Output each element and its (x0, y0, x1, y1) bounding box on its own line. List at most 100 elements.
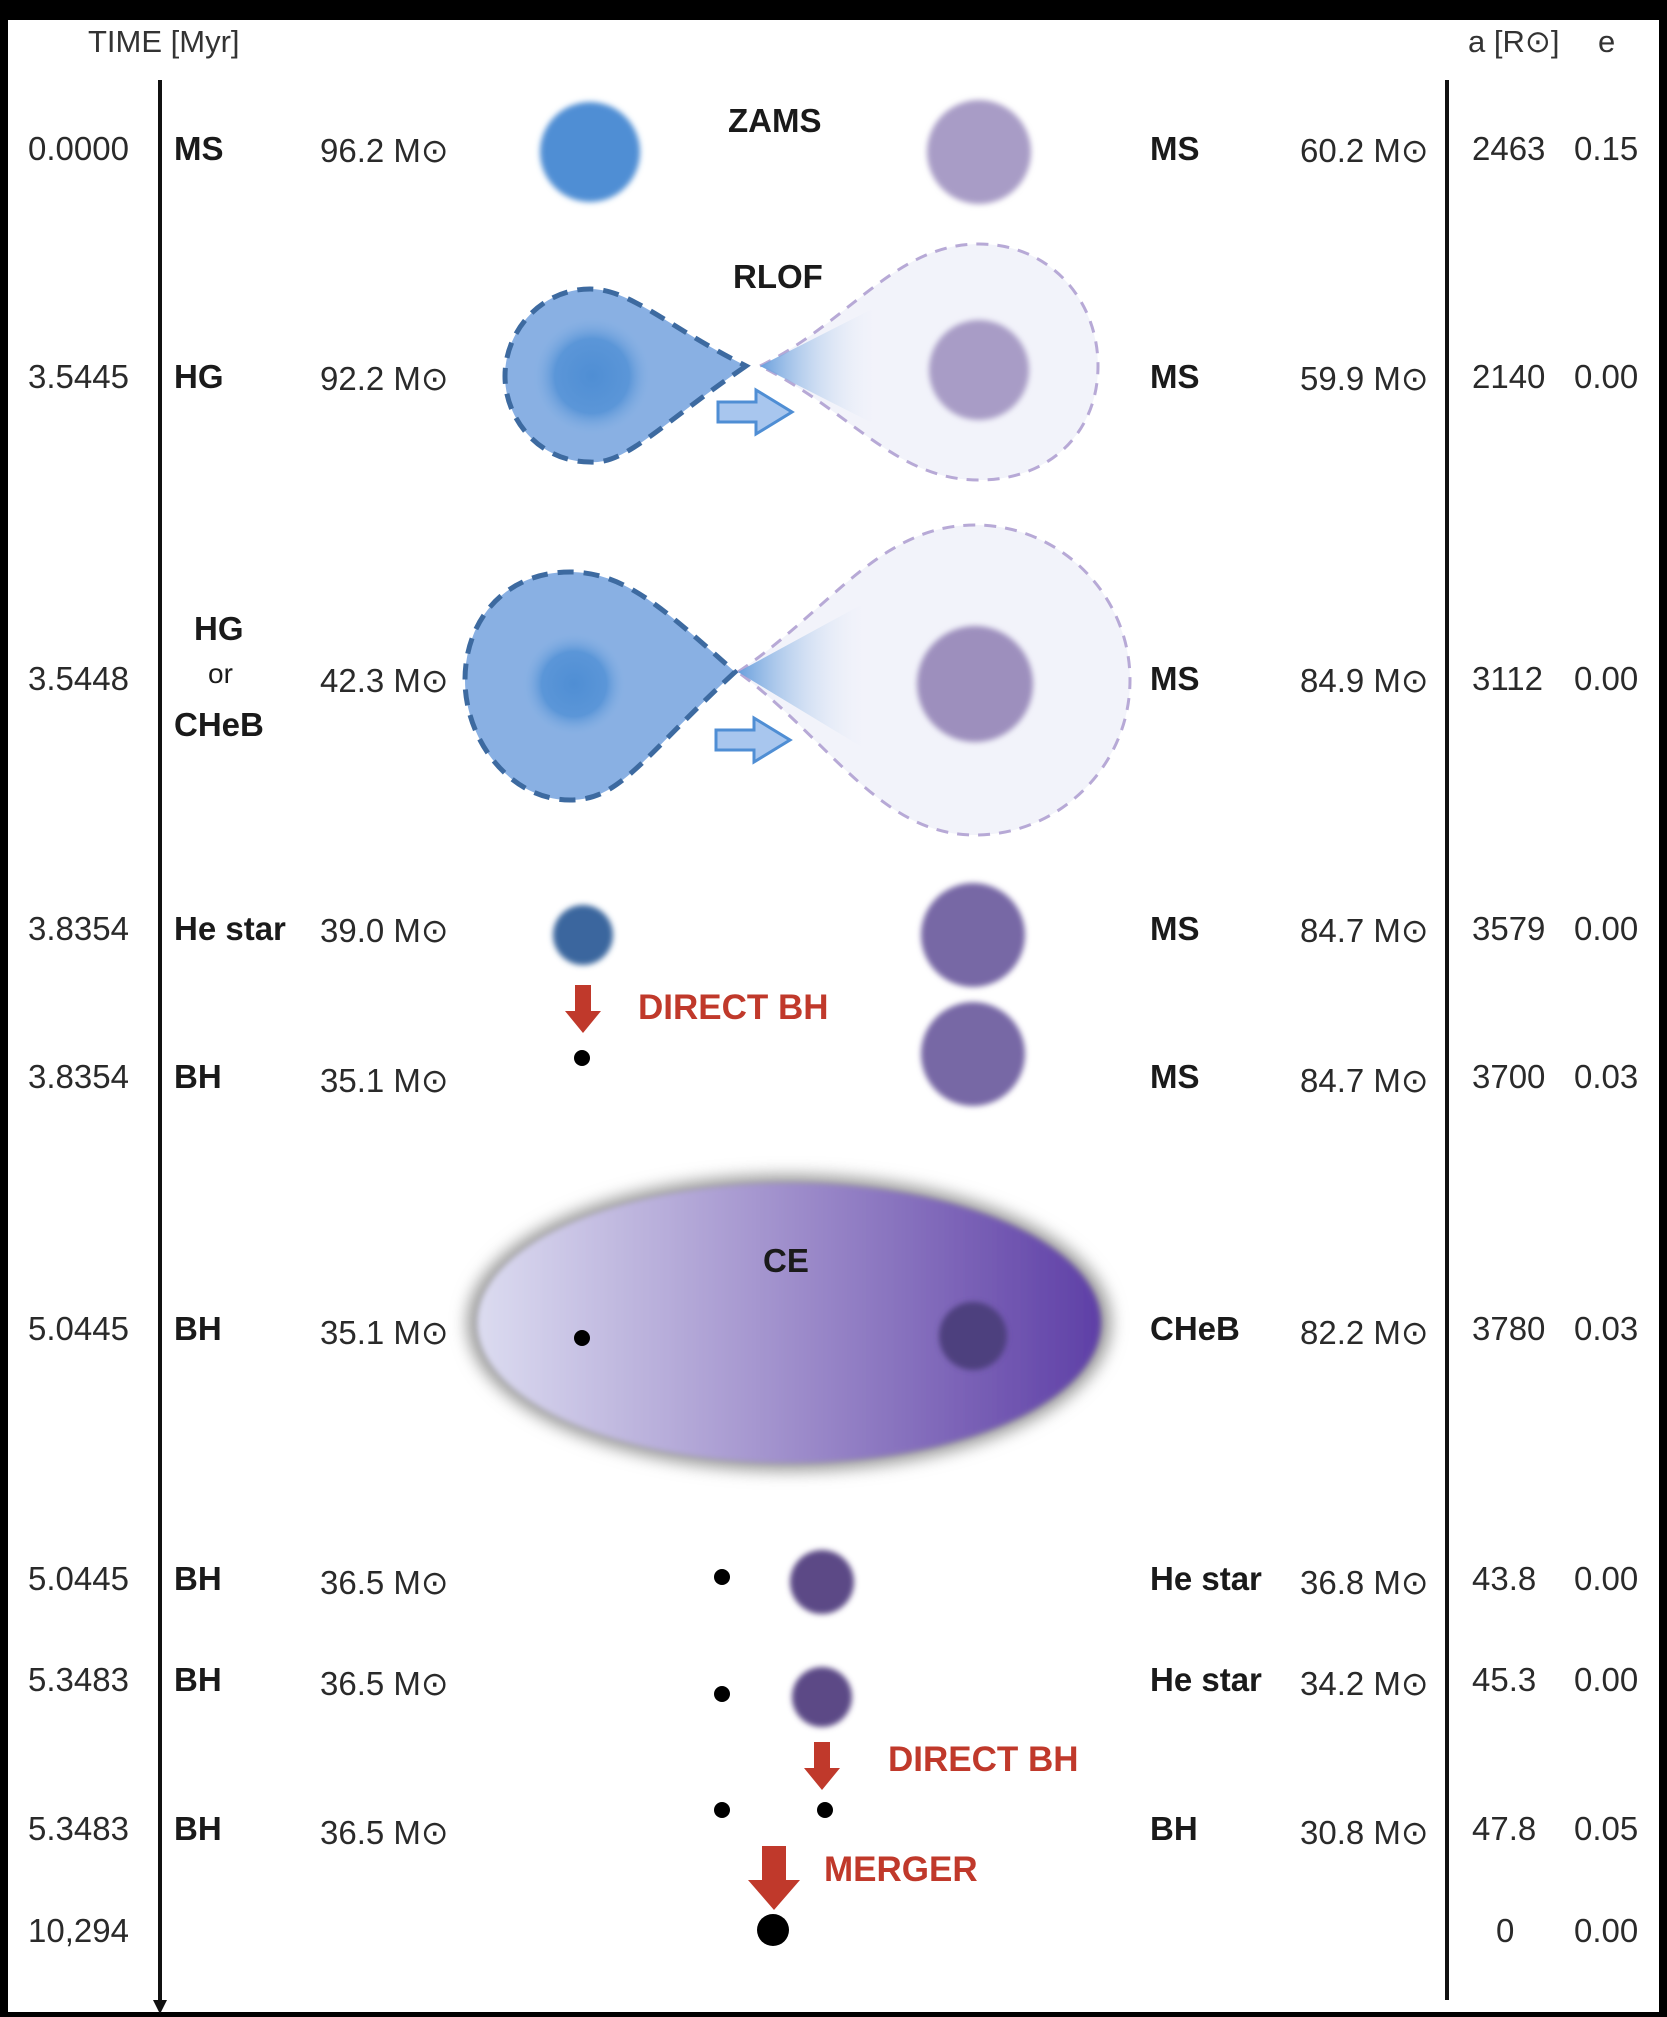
bh-row9-left (714, 1802, 730, 1818)
primary-star-3 (520, 630, 628, 738)
left-type-line3: CHeB (174, 706, 264, 743)
secondary-roche-lobe (756, 242, 1100, 482)
a-value: 47.8 (1472, 1810, 1537, 1847)
bh-row9-right (817, 1802, 833, 1818)
right-mass: 82.2 M⊙ (1300, 1314, 1429, 1351)
left-type: MS (174, 130, 224, 167)
e-value: 0.00 (1574, 1560, 1639, 1597)
primary-hg-star (530, 314, 654, 438)
right-type: He star (1150, 1661, 1262, 1698)
left-mass: 35.1 M⊙ (320, 1314, 449, 1351)
merger-arrow (748, 1846, 800, 1910)
right-type: MS (1150, 130, 1200, 167)
secondary-ms-star-4 (921, 883, 1025, 987)
left-mass: 39.0 M⊙ (320, 912, 449, 949)
left-type: BH (174, 1560, 222, 1597)
secondary-ms-star (927, 100, 1031, 204)
he-star-row7 (790, 1550, 854, 1614)
left-type: BH (174, 1058, 222, 1095)
left-mass: 96.2 M⊙ (320, 132, 449, 169)
right-mass: 59.9 M⊙ (1300, 360, 1429, 397)
primary-bh (574, 1050, 590, 1066)
transfer-arrow-1 (716, 387, 795, 437)
secondary-ms-star-3 (917, 626, 1033, 742)
right-type: MS (1150, 1058, 1200, 1095)
transfer-arrow-2 (714, 715, 793, 765)
time-value: 10,294 (28, 1912, 129, 1949)
a-value: 45.3 (1472, 1661, 1537, 1698)
e-value: 0.00 (1574, 910, 1639, 947)
time-value: 3.5445 (28, 358, 129, 395)
right-type: MS (1150, 910, 1200, 947)
right-mass: 34.2 M⊙ (1300, 1665, 1429, 1702)
merger-label: MERGER (824, 1850, 978, 1889)
e-value: 0.00 (1574, 1912, 1639, 1949)
right-mass: 60.2 M⊙ (1300, 132, 1429, 169)
left-type: BH (174, 1310, 222, 1347)
rlof-label: RLOF (733, 258, 823, 295)
left-mass: 35.1 M⊙ (320, 1062, 449, 1099)
left-type: BH (174, 1810, 222, 1847)
a-value: 3700 (1472, 1058, 1546, 1095)
e-value: 0.00 (1574, 358, 1639, 395)
secondary-ms-star-5 (921, 1002, 1025, 1106)
direct-bh-arrow-1 (565, 985, 601, 1033)
right-type: MS (1150, 358, 1200, 395)
a-value: 3780 (1472, 1310, 1546, 1347)
bh-in-ce (574, 1330, 590, 1346)
time-header: TIME [Myr] (88, 24, 240, 59)
left-type: HG (174, 358, 224, 395)
left-mass: 36.5 M⊙ (320, 1665, 449, 1702)
direct-bh-label-2: DIRECT BH (888, 1740, 1079, 1779)
left-mass: 36.5 M⊙ (320, 1564, 449, 1601)
a-value: 3112 (1472, 660, 1543, 697)
left-mass: 92.2 M⊙ (320, 360, 449, 397)
left-mass: 36.5 M⊙ (320, 1814, 449, 1851)
bh-row7 (714, 1569, 730, 1585)
e-value: 0.03 (1574, 1310, 1639, 1347)
a-header: a [R⊙] (1468, 24, 1560, 59)
left-type-line2: or (208, 658, 233, 689)
mass-transfer-stream (760, 305, 880, 427)
a-value: 0 (1496, 1912, 1515, 1949)
e-value: 0.05 (1574, 1810, 1639, 1847)
a-value: 43.8 (1472, 1560, 1537, 1597)
right-mass: 84.9 M⊙ (1300, 662, 1429, 699)
time-axis-arrowhead (153, 2000, 167, 2014)
time-value: 5.3483 (28, 1810, 129, 1847)
primary-ms-star (540, 102, 640, 202)
a-value: 3579 (1472, 910, 1546, 947)
time-value: 0.0000 (28, 130, 129, 167)
left-mass: 42.3 M⊙ (320, 662, 449, 699)
left-type: He star (174, 910, 286, 947)
e-value: 0.00 (1574, 1661, 1639, 1698)
a-value: 2140 (1472, 358, 1546, 395)
right-mass: 84.7 M⊙ (1300, 1062, 1429, 1099)
bh-row8 (714, 1686, 730, 1702)
right-mass: 36.8 M⊙ (1300, 1564, 1429, 1601)
cheb-core (939, 1302, 1007, 1370)
common-envelope (477, 1183, 1101, 1463)
left-type: BH (174, 1661, 222, 1698)
time-value: 5.0445 (28, 1560, 129, 1597)
secondary-ms-star-2 (929, 320, 1029, 420)
right-type: He star (1150, 1560, 1262, 1597)
right-type: CHeB (1150, 1310, 1240, 1347)
e-value: 0.00 (1574, 660, 1639, 697)
a-value: 2463 (1472, 130, 1546, 167)
merged-bh (757, 1914, 789, 1946)
direct-bh-arrow-2 (804, 1742, 840, 1790)
e-value: 0.15 (1574, 130, 1639, 167)
e-header: e (1598, 24, 1616, 59)
zams-label: ZAMS (728, 102, 822, 139)
time-value: 3.8354 (28, 1058, 129, 1095)
right-type: BH (1150, 1810, 1198, 1847)
time-value: 3.5448 (28, 660, 129, 697)
time-value: 3.8354 (28, 910, 129, 947)
primary-he-star (553, 905, 613, 965)
e-value: 0.03 (1574, 1058, 1639, 1095)
left-type-line1: HG (194, 610, 244, 647)
he-star-row8 (792, 1667, 852, 1727)
mass-transfer-stream-2 (738, 600, 870, 752)
